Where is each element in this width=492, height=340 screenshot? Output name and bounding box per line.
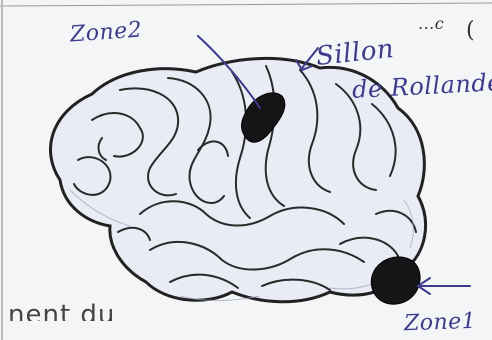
zone1-label: Zone1 (404, 309, 477, 337)
page-edge-line (0, 3, 492, 6)
zone2-label: Zone2 (69, 18, 143, 48)
corner-marks: ...c (418, 14, 444, 33)
corner-paren: ( (466, 18, 475, 43)
